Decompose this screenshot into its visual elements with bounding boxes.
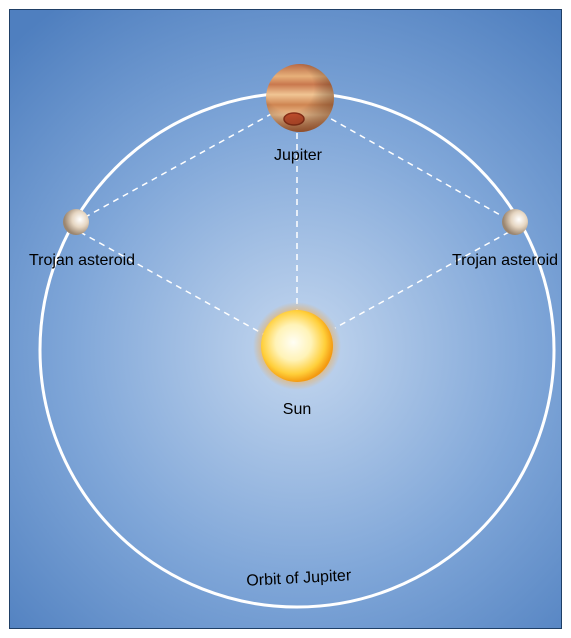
jupiter-shading [266, 64, 334, 132]
sun-disc [261, 310, 333, 382]
guide-line-jupiter-left-trojan [79, 107, 283, 221]
trojan-asteroid-left [63, 209, 89, 235]
guide-line-right-trojan-sun [334, 231, 510, 329]
jupiter-label: Jupiter [274, 147, 323, 164]
sun-label: Sun [283, 401, 311, 418]
orbit-diagram: Jupiter Sun Trojan asteroid Trojan aster… [10, 10, 561, 628]
lagrange-guide-lines [79, 100, 510, 336]
diagram-frame: Jupiter Sun Trojan asteroid Trojan aster… [9, 9, 562, 629]
jupiter [266, 64, 334, 132]
trojan-asteroid-left-label: Trojan asteroid [29, 252, 135, 269]
orbit-label: Orbit of Jupiter [246, 567, 352, 590]
sun [253, 302, 341, 390]
trojan-asteroid-right-label: Trojan asteroid [452, 252, 558, 269]
guide-line-left-trojan-sun [79, 231, 266, 336]
trojan-asteroid-right [502, 209, 528, 235]
guide-line-jupiter-right-trojan [311, 107, 510, 221]
